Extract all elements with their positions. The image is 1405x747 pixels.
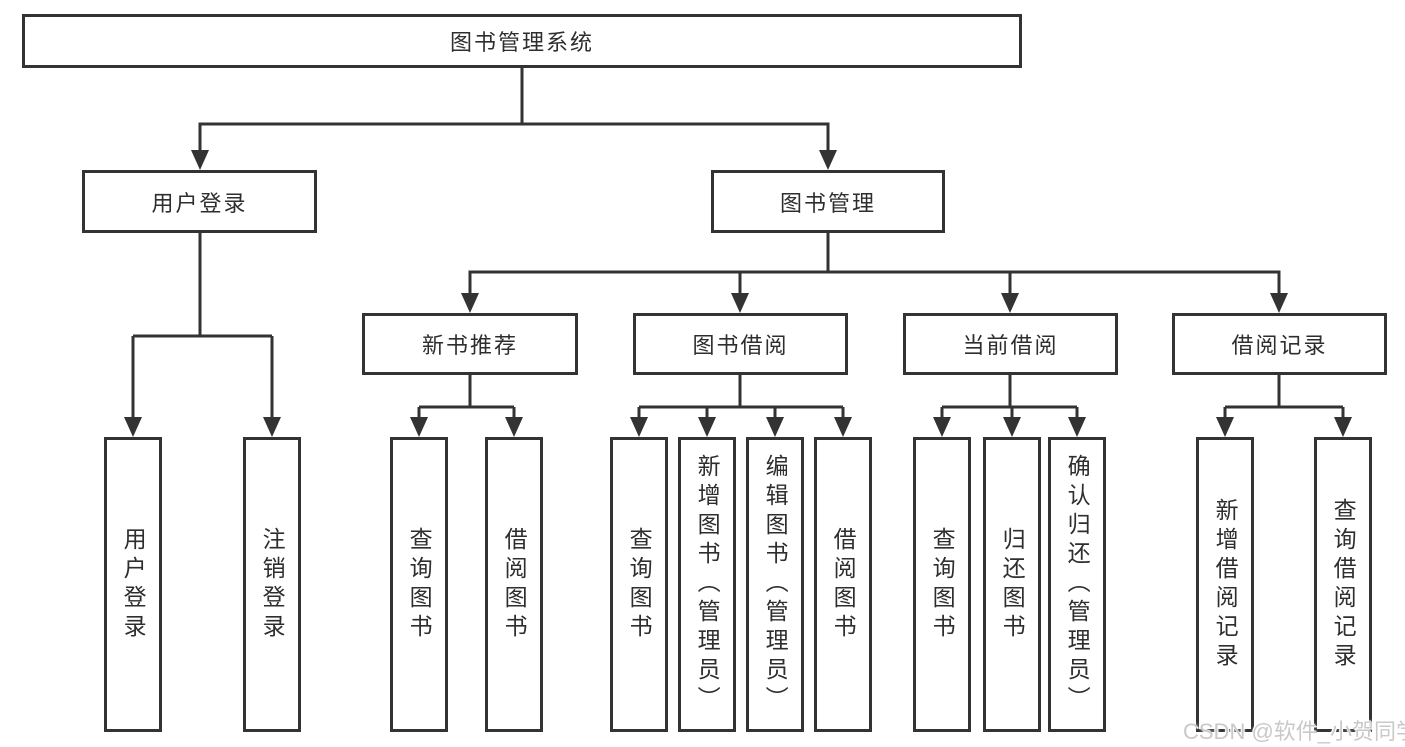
arrow-down-icon <box>461 293 479 313</box>
arrow-down-icon <box>263 417 281 437</box>
arrow-down-icon <box>1270 293 1288 313</box>
leaf-add-books-admin: 新增图书（管理员） <box>678 437 736 732</box>
leaf-logout: 注销登录 <box>243 437 301 732</box>
arrow-down-icon <box>410 417 428 437</box>
leaf-query-books-recommend-label: 查询图书 <box>406 526 433 643</box>
node-new-book-recommend-label: 新书推荐 <box>421 333 518 358</box>
node-library-system-label: 图书管理系统 <box>449 30 594 55</box>
csdn-watermark: CSDN @软件_小贺同学 <box>1183 719 1405 744</box>
leaf-query-books-borrow: 查询图书 <box>610 437 668 732</box>
leaf-query-borrow-record-label: 查询借阅记录 <box>1330 497 1357 672</box>
arrow-down-icon <box>124 417 142 437</box>
arrow-down-icon <box>1068 417 1086 437</box>
leaf-return-books-label: 归还图书 <box>999 526 1026 643</box>
leaf-query-books-recommend: 查询图书 <box>390 437 448 732</box>
arrowhead-group <box>124 150 1352 437</box>
leaf-logout-label: 注销登录 <box>259 526 286 643</box>
arrow-down-icon <box>1216 417 1234 437</box>
connector-book-borrow-to-leaves <box>637 375 845 419</box>
leaf-query-borrow-record: 查询借阅记录 <box>1314 437 1372 732</box>
leaf-edit-books-admin: 编辑图书（管理员） <box>746 437 804 732</box>
node-new-book-recommend: 新书推荐 <box>362 313 578 375</box>
node-book-borrow-label: 图书借阅 <box>692 333 789 358</box>
leaf-edit-books-admin-label: 编辑图书（管理员） <box>762 454 789 715</box>
leaf-add-borrow-record: 新增借阅记录 <box>1196 437 1254 732</box>
leaf-query-books-current: 查询图书 <box>913 437 971 732</box>
arrow-down-icon <box>933 417 951 437</box>
arrow-down-icon <box>191 150 209 170</box>
leaf-borrow-books: 借阅图书 <box>814 437 872 732</box>
node-library-system: 图书管理系统 <box>22 14 1022 68</box>
leaf-add-borrow-record-label: 新增借阅记录 <box>1212 497 1239 672</box>
connector-current-borrow-to-leaves <box>940 375 1079 419</box>
leaf-user-login-label: 用户登录 <box>120 526 147 643</box>
leaf-borrow-books-recommend: 借阅图书 <box>485 437 543 732</box>
leaf-borrow-books-recommend-label: 借阅图书 <box>501 526 528 643</box>
arrow-down-icon <box>1334 417 1352 437</box>
node-borrow-records-label: 借阅记录 <box>1231 333 1328 358</box>
node-user-login-label: 用户登录 <box>151 190 248 216</box>
connector-new-book-recommend-to-leaves <box>417 375 516 419</box>
arrow-down-icon <box>1003 417 1021 437</box>
leaf-return-books: 归还图书 <box>983 437 1041 732</box>
node-book-management-label: 图书管理 <box>779 190 876 216</box>
leaf-confirm-return-admin-label: 确认归还（管理员） <box>1064 454 1091 715</box>
arrow-down-icon <box>505 417 523 437</box>
leaf-user-login: 用户登录 <box>104 437 162 732</box>
leaf-borrow-books-label: 借阅图书 <box>830 526 857 643</box>
arrow-down-icon <box>698 417 716 437</box>
arrow-down-icon <box>1001 293 1019 313</box>
arrow-down-icon <box>766 417 784 437</box>
leaf-add-books-admin-label: 新增图书（管理员） <box>694 454 721 715</box>
leaf-confirm-return-admin: 确认归还（管理员） <box>1048 437 1106 732</box>
arrow-down-icon <box>819 150 837 170</box>
node-book-borrow: 图书借阅 <box>633 313 848 375</box>
arrow-down-icon <box>731 293 749 313</box>
connector-root-to-level1 <box>198 68 830 152</box>
node-user-login: 用户登录 <box>82 170 317 233</box>
connector-book-management-to-level2 <box>468 233 1281 295</box>
node-current-borrow: 当前借阅 <box>903 313 1118 375</box>
node-current-borrow-label: 当前借阅 <box>962 333 1059 358</box>
leaf-query-books-borrow-label: 查询图书 <box>626 526 653 643</box>
arrow-down-icon <box>630 417 648 437</box>
leaf-query-books-current-label: 查询图书 <box>929 526 956 643</box>
node-borrow-records: 借阅记录 <box>1172 313 1387 375</box>
connector-borrow-records-to-leaves <box>1223 375 1345 419</box>
node-book-management: 图书管理 <box>711 170 945 233</box>
arrow-down-icon <box>834 417 852 437</box>
connector-user-login-to-leaves <box>131 233 274 419</box>
